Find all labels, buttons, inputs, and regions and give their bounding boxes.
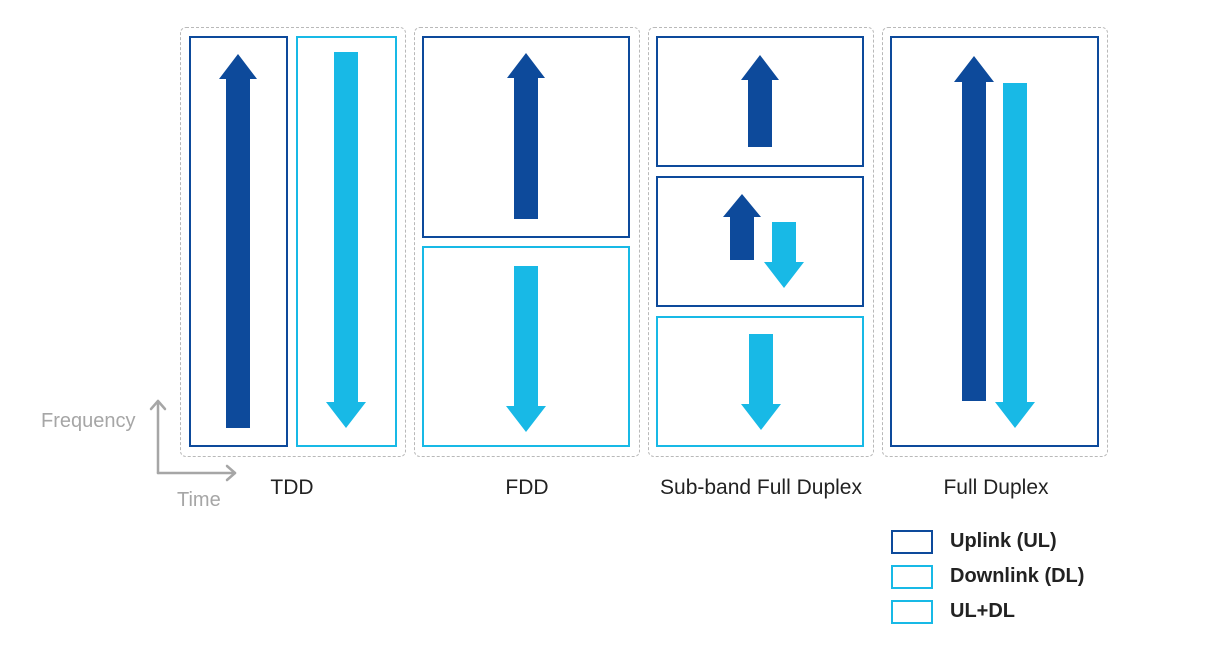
tdd-downlink-slot [296,36,397,447]
sbfd-uplink-band [656,36,864,167]
legend-downlink-swatch [891,565,933,589]
legend-downlink-label: Downlink (DL) [950,565,1085,587]
legend-uplink-swatch [891,530,933,554]
time-axis-label: Time [177,489,221,511]
frequency-axis-label: Frequency [41,410,136,432]
sbfd-mixed-band [656,176,864,307]
tdd-uplink-slot [189,36,288,447]
legend-ul-dl-swatch [891,600,933,624]
full-duplex-band [890,36,1099,447]
fdd-group [414,27,640,457]
scheme-label-sbfd: Sub-band Full Duplex [660,476,862,499]
scheme-label-fdd: FDD [505,476,549,499]
scheme-label-full-duplex: Full Duplex [943,476,1049,499]
sbfd-downlink-band [656,316,864,447]
legend-uplink-label: Uplink (UL) [950,530,1057,552]
fdd-downlink-band [422,246,630,447]
sbfd-group [648,27,874,457]
tdd-group [180,27,406,457]
fdd-uplink-band [422,36,630,238]
full-duplex-group [882,27,1108,457]
legend-ul-dl-label: UL+DL [950,600,1015,622]
scheme-label-tdd: TDD [270,476,314,499]
